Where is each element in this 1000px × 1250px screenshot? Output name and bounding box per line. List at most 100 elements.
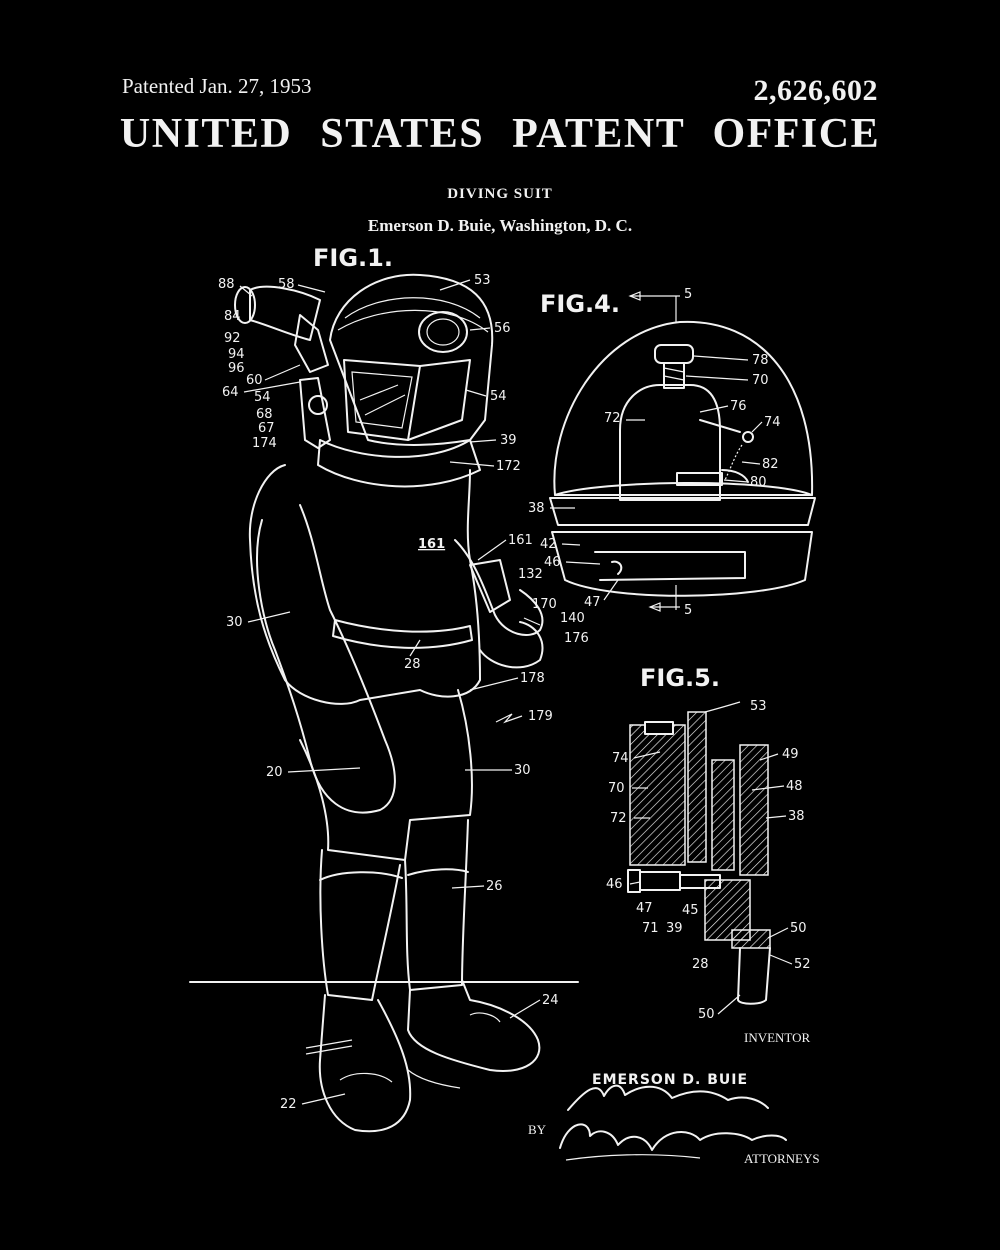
left-boot <box>318 994 412 1133</box>
reference-number: 88 <box>218 277 235 292</box>
fig4-label: FIG.4. <box>540 290 620 318</box>
diver-illustration: 161 88 58 53 84 92 94 96 56 60 64 54 54 … <box>189 273 589 1133</box>
reference-number: 132 <box>518 567 543 582</box>
belt <box>332 619 473 649</box>
reference-number: 45 <box>682 903 699 918</box>
reference-number: 50 <box>698 1007 715 1022</box>
reference-number: 30 <box>514 763 531 778</box>
fig4-reference-numbers: 5 78 70 72 76 74 82 80 38 42 46 47 5 <box>528 287 781 618</box>
fig4-helmet-section <box>553 320 814 496</box>
fig1-leader-lines <box>239 279 541 1105</box>
left-arm <box>256 504 396 814</box>
reference-number: 67 <box>258 421 275 436</box>
reference-number: 53 <box>750 699 767 714</box>
reference-number: 48 <box>786 779 803 794</box>
fig5-leader-lines <box>629 751 793 1015</box>
fig1-reference-numbers: 88 58 53 84 92 94 96 56 60 64 54 54 68 6… <box>218 273 589 1112</box>
reference-number: 96 <box>228 361 245 376</box>
inventor-byline: Emerson D. Buie, Washington, D. C. <box>367 216 633 235</box>
reference-number: 26 <box>486 879 503 894</box>
reference-number: 92 <box>224 331 241 346</box>
page-title: UNITED STATES PATENT OFFICE <box>119 111 881 157</box>
reference-number: 174 <box>252 436 277 451</box>
reference-number: 53 <box>474 273 491 288</box>
reference-number: 39 <box>666 921 683 936</box>
left-leg <box>319 849 401 1001</box>
reference-number: 20 <box>266 765 283 780</box>
right-leg <box>404 819 469 991</box>
suit-hips <box>299 689 473 861</box>
reference-number: 50 <box>790 921 807 936</box>
inventor-name: EMERSON D. BUIE <box>592 1072 749 1088</box>
reference-number: 22 <box>280 1097 297 1112</box>
invention-title: DIVING SUIT <box>447 186 553 202</box>
right-glove <box>479 621 544 669</box>
reference-number: 24 <box>542 993 559 1008</box>
reference-number: 52 <box>794 957 811 972</box>
by-label: BY <box>528 1122 547 1137</box>
reference-number: 68 <box>256 407 273 422</box>
reference-number: 30 <box>226 615 243 630</box>
reference-number: 54 <box>490 389 507 404</box>
reference-number: 54 <box>254 390 271 405</box>
reference-number: 47 <box>636 901 653 916</box>
reference-number: 5 <box>684 287 692 302</box>
reference-number: 39 <box>500 433 517 448</box>
reference-number: 58 <box>278 277 295 292</box>
reference-number: 72 <box>604 411 621 426</box>
inventor-caption: INVENTOR <box>744 1030 811 1045</box>
reference-number: 47 <box>584 595 601 610</box>
suit-collar <box>317 439 481 488</box>
reference-number: 46 <box>544 555 561 570</box>
reference-number: 170 <box>532 597 557 612</box>
attorney-signature <box>559 1084 787 1161</box>
fig5-reference-numbers: 53 74 49 70 48 72 38 46 47 45 71 39 50 2… <box>606 699 811 1022</box>
reference-number: 82 <box>762 457 779 472</box>
reference-number: 28 <box>404 657 421 672</box>
fig5-stem-section <box>629 724 686 866</box>
reference-number: 74 <box>764 415 781 430</box>
reference-number: 38 <box>788 809 805 824</box>
reference-number: 94 <box>228 347 245 362</box>
reference-number: 5 <box>684 603 692 618</box>
side-window <box>407 359 471 441</box>
reference-number: 72 <box>610 811 627 826</box>
patented-date: Patented Jan. 27, 1953 <box>122 74 312 98</box>
reference-number: 84 <box>224 309 241 324</box>
reference-number: 49 <box>782 747 799 762</box>
svg-text:161: 161 <box>418 537 445 552</box>
reference-number: 179 <box>528 709 553 724</box>
reference-number: 78 <box>752 353 769 368</box>
reference-number: 64 <box>222 385 239 400</box>
fig4-illustration: 5 78 70 72 76 74 82 80 38 42 46 47 5 <box>528 287 816 618</box>
reference-number: 178 <box>520 671 545 686</box>
reference-number: 38 <box>528 501 545 516</box>
reference-number: 70 <box>752 373 769 388</box>
top-viewport <box>418 311 468 353</box>
reference-number: 56 <box>494 321 511 336</box>
air-inlet <box>249 285 321 341</box>
reference-number: 46 <box>606 877 623 892</box>
right-boot <box>407 979 541 1072</box>
reference-number: 76 <box>730 399 747 414</box>
reference-number: 70 <box>608 781 625 796</box>
helmet-dome <box>329 273 494 446</box>
reference-number: 71 <box>642 921 659 936</box>
reference-number: 80 <box>750 475 767 490</box>
reference-number: 161 <box>508 533 533 548</box>
reference-number: 172 <box>496 459 521 474</box>
patent-number: 2,626,602 <box>753 74 878 107</box>
fig4-leader-lines <box>550 355 763 601</box>
fig1-label: FIG.1. <box>313 244 393 272</box>
reference-number: 74 <box>612 751 629 766</box>
reference-number: 28 <box>692 957 709 972</box>
attorneys-label: ATTORNEYS <box>744 1151 820 1166</box>
suit-torso <box>248 464 481 705</box>
fig5-illustration: 53 74 49 70 48 72 38 46 47 45 71 39 50 2… <box>606 699 811 1022</box>
fig5-label: FIG.5. <box>640 664 720 692</box>
right-arm <box>454 539 544 636</box>
reference-number: 60 <box>246 373 263 388</box>
reference-number: 176 <box>564 631 589 646</box>
reference-number: 42 <box>540 537 557 552</box>
